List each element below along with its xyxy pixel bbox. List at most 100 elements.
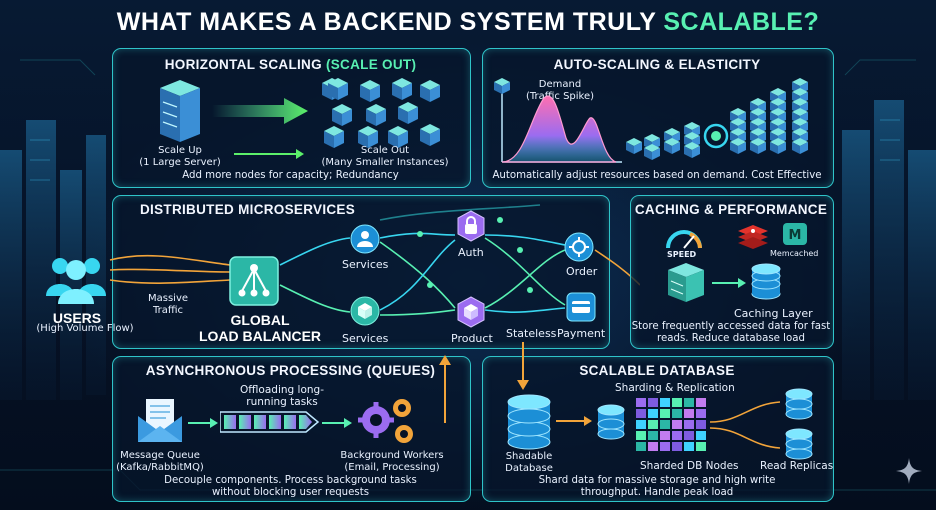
shard-tile — [636, 398, 646, 407]
shard-tile — [648, 431, 658, 440]
shard-tile — [648, 398, 658, 407]
shard-tile — [696, 442, 706, 451]
shard-tile — [660, 442, 670, 451]
shard-tile — [648, 420, 658, 429]
shard-tile — [672, 431, 682, 440]
shard-tile — [660, 431, 670, 440]
large-server-icon — [160, 80, 200, 142]
stateless-label: Stateless — [506, 327, 557, 340]
queue-arrow-icon — [188, 418, 218, 428]
scale-up-label: Scale Up(1 Large Server) — [139, 145, 221, 168]
server-cluster-icon — [322, 78, 440, 148]
queue-arrow-2-icon — [322, 418, 352, 428]
replica-lines — [710, 401, 780, 449]
read-replica-bottom-icon — [785, 428, 813, 460]
offloading-label: Offloading long-running tasks — [240, 384, 324, 408]
shard-tile — [660, 398, 670, 407]
shard-tile — [672, 409, 682, 418]
microservices-flow-lines — [109, 204, 640, 316]
caching-layer-label: Caching Layer — [734, 307, 813, 320]
sparkle-icon — [896, 458, 922, 484]
shard-tile — [636, 420, 646, 429]
memcached-label: Memcached — [770, 249, 819, 258]
sharded-grid-icon — [636, 398, 706, 451]
message-queue-label: Message Queue(Kafka/RabbitMQ) — [116, 450, 204, 473]
services-top-label: Services — [342, 258, 389, 271]
product-label: Product — [451, 332, 493, 345]
shard-tile — [648, 442, 658, 451]
read-replicas-label: Read Replicas — [760, 460, 834, 472]
shard-tile — [684, 409, 694, 418]
shard-tile — [648, 409, 658, 418]
memcached-icon: M — [783, 223, 807, 245]
database-description: Shard data for massive storage and high … — [538, 475, 776, 498]
shard-tile — [696, 420, 706, 429]
caching-panel — [630, 195, 834, 349]
payment-label: Payment — [557, 327, 606, 340]
microservices-title: DISTRIBUTED MICROSERVICES — [140, 202, 356, 217]
shard-tile — [660, 409, 670, 418]
payment-icon — [566, 292, 596, 322]
services-bottom-label: Services — [342, 332, 389, 345]
async-description: Decouple components. Process background … — [164, 475, 417, 498]
shard-tile — [696, 431, 706, 440]
cache-arrow-icon — [712, 278, 746, 288]
demand-spike-chart — [494, 78, 808, 163]
shard-tile — [660, 420, 670, 429]
database-title: SCALABLE DATABASE — [579, 363, 735, 378]
shard-tile — [684, 420, 694, 429]
shard-tile — [636, 431, 646, 440]
services-bottom-icon — [350, 296, 380, 326]
auto-scaling-description: Automatically adjust resources based on … — [492, 170, 822, 181]
shard-tile — [684, 398, 694, 407]
read-replica-top-icon — [785, 388, 813, 420]
shard-tile — [672, 398, 682, 407]
arrow-small-icon — [234, 149, 304, 159]
shard-tile — [672, 442, 682, 451]
users-icon — [46, 258, 106, 304]
horizontal-scaling-description: Add more nodes for capacity; Redundancy — [182, 170, 399, 181]
auto-scaling-title: AUTO-SCALING & ELASTICITY — [553, 57, 761, 72]
background-workers-label: Background Workers(Email, Processing) — [340, 450, 444, 473]
svg-text:M: M — [789, 228, 802, 243]
shard-tile — [696, 398, 706, 407]
redis-icon — [738, 225, 768, 249]
db-down-arrow — [517, 342, 529, 390]
users-sub-label: (High Volume Flow) — [36, 323, 134, 334]
db-arrow-icon — [556, 416, 592, 426]
load-balancer-icon — [229, 256, 279, 306]
task-queue-bar — [220, 411, 320, 433]
message-queue-icon — [138, 399, 182, 442]
gears-icon — [358, 399, 413, 443]
services-top-icon — [350, 224, 380, 254]
db-node-icon — [597, 404, 625, 440]
order-label: Order — [566, 265, 598, 278]
shard-tile — [696, 409, 706, 418]
scale-out-label: Scale Out(Many Smaller Instances) — [321, 145, 449, 168]
shard-tile — [636, 442, 646, 451]
shard-tile — [684, 442, 694, 451]
auth-lock-icon — [457, 210, 485, 242]
product-icon — [457, 296, 485, 328]
auth-label: Auth — [458, 246, 484, 259]
caching-title: CACHING & PERFORMANCE — [634, 202, 828, 217]
sharded-nodes-label: Sharded DB Nodes — [640, 460, 739, 472]
shardable-database-icon — [507, 394, 551, 450]
cache-server-icon — [668, 263, 704, 302]
shard-tile — [636, 409, 646, 418]
speed-label: SPEED — [667, 250, 697, 259]
horizontal-scaling-title: HORIZONTAL SCALING (SCALE OUT) — [164, 57, 417, 72]
sharding-label: Sharding & Replication — [615, 382, 735, 394]
speedometer-icon — [666, 230, 702, 249]
demand-label: Demand(Traffic Spike) — [525, 79, 595, 102]
page-title: WHAT MAKES A BACKEND SYSTEM TRULY SCALAB… — [116, 8, 820, 36]
async-up-arrow — [439, 355, 451, 423]
shard-tile — [672, 420, 682, 429]
arrow-right-icon — [212, 98, 308, 124]
